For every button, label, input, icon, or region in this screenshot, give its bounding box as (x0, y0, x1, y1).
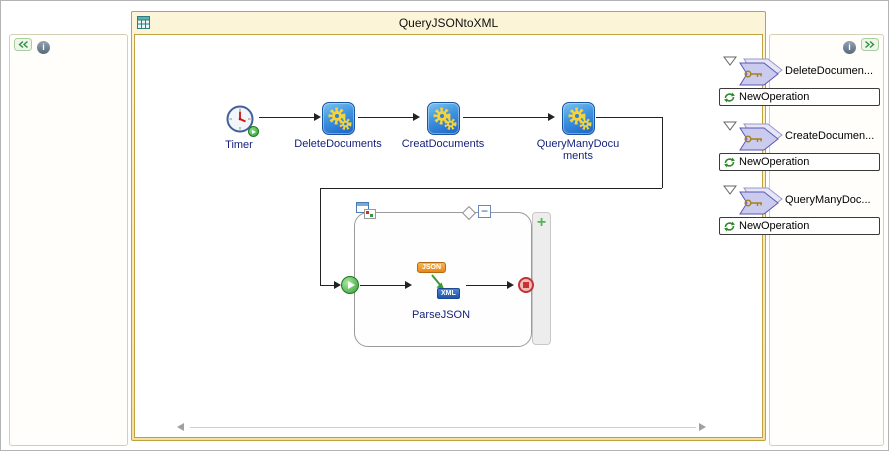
key-icon (744, 70, 762, 78)
flow-connector-arrowhead (413, 113, 420, 121)
scroll-left-button[interactable] (177, 423, 184, 431)
play-badge-icon (248, 126, 259, 137)
collapse-right-arrow-icon[interactable] (861, 38, 879, 56)
activity-label-query-many-documents: QueryManyDocuments (536, 138, 620, 162)
operation-name: NewOperation (739, 220, 810, 232)
process-title: QueryJSONtoXML (398, 15, 499, 30)
flow-connector-arrowhead (334, 281, 341, 289)
key-icon (744, 199, 762, 207)
activity-creat-documents[interactable] (427, 102, 460, 135)
operation-box[interactable]: NewOperation (719, 217, 880, 235)
flow-connector (596, 117, 662, 118)
flow-connector (259, 117, 314, 118)
activity-label-delete-documents: DeleteDocuments (294, 138, 382, 150)
gear-icon (433, 107, 456, 130)
operation-box[interactable]: NewOperation (719, 88, 880, 106)
process-icon (137, 16, 150, 29)
collapse-left-arrow-icon[interactable] (14, 38, 32, 56)
start-node[interactable] (341, 276, 359, 294)
scope-container[interactable] (354, 212, 532, 347)
end-node[interactable] (518, 277, 534, 293)
scope-variables-icon (356, 202, 382, 222)
partner-link-name: DeleteDocumen... (785, 65, 874, 77)
flow-connector-arrowhead (314, 113, 321, 121)
activity-label-parse-json: ParseJSON (411, 309, 471, 321)
xml-badge: XML (437, 288, 460, 299)
operation-name: NewOperation (739, 91, 810, 103)
operation-box[interactable]: NewOperation (719, 153, 880, 171)
process-title-bar: QueryJSONtoXML (132, 12, 765, 33)
flow-connector (320, 188, 321, 285)
operation-name: NewOperation (739, 156, 810, 168)
partner-link-icon[interactable] (738, 123, 784, 156)
operation-refresh-icon (724, 92, 735, 102)
gear-icon (568, 107, 591, 130)
timer-activity[interactable] (225, 104, 259, 137)
json-badge: JSON (417, 262, 447, 273)
flow-connector-arrowhead (548, 113, 555, 121)
clock-icon (225, 105, 255, 138)
partner-link-icon[interactable] (738, 187, 784, 220)
canvas-hscrollbar[interactable] (190, 427, 696, 428)
transform-arrow-icon (431, 274, 444, 289)
expand-triangle-icon[interactable] (723, 118, 737, 136)
info-icon[interactable]: i (37, 40, 50, 54)
flow-connector-arrowhead (507, 281, 514, 289)
flow-connector (320, 188, 662, 189)
flow-connector (360, 285, 405, 286)
add-activity-bar: + (532, 212, 551, 345)
partner-link-icon[interactable] (738, 58, 784, 91)
scroll-right-button[interactable] (699, 423, 706, 431)
partner-link-name: CreateDocumen... (785, 130, 875, 142)
flow-connector (466, 285, 507, 286)
parse-json-activity[interactable]: JSON XML (417, 262, 465, 306)
info-icon[interactable]: i (843, 40, 856, 54)
activity-label-timer: Timer (225, 139, 253, 151)
left-palette-panel: i (9, 34, 128, 446)
expand-triangle-icon[interactable] (723, 182, 737, 200)
flow-connector (358, 117, 413, 118)
partner-link-name: QueryManyDoc... (785, 194, 871, 206)
key-icon (744, 135, 762, 143)
activity-delete-documents[interactable] (322, 102, 355, 135)
gear-icon (328, 107, 351, 130)
process-container[interactable]: QueryJSONtoXML Timer (131, 11, 766, 441)
left-panel-header: i (10, 35, 127, 59)
flow-connector-arrowhead (405, 281, 412, 289)
scope-collapse-button[interactable]: − (478, 205, 491, 218)
process-canvas[interactable]: Timer DeleteDocuments (134, 34, 763, 438)
flow-connector (320, 285, 334, 286)
operation-refresh-icon (724, 157, 735, 167)
activity-query-many-documents[interactable] (562, 102, 595, 135)
flow-connector (463, 117, 548, 118)
activity-label-creat-documents: CreatDocuments (401, 138, 485, 150)
add-activity-button[interactable]: + (536, 214, 547, 231)
expand-triangle-icon[interactable] (723, 53, 737, 71)
flow-connector (662, 117, 663, 188)
operation-refresh-icon (724, 221, 735, 231)
right-panel-header: i (770, 35, 883, 59)
